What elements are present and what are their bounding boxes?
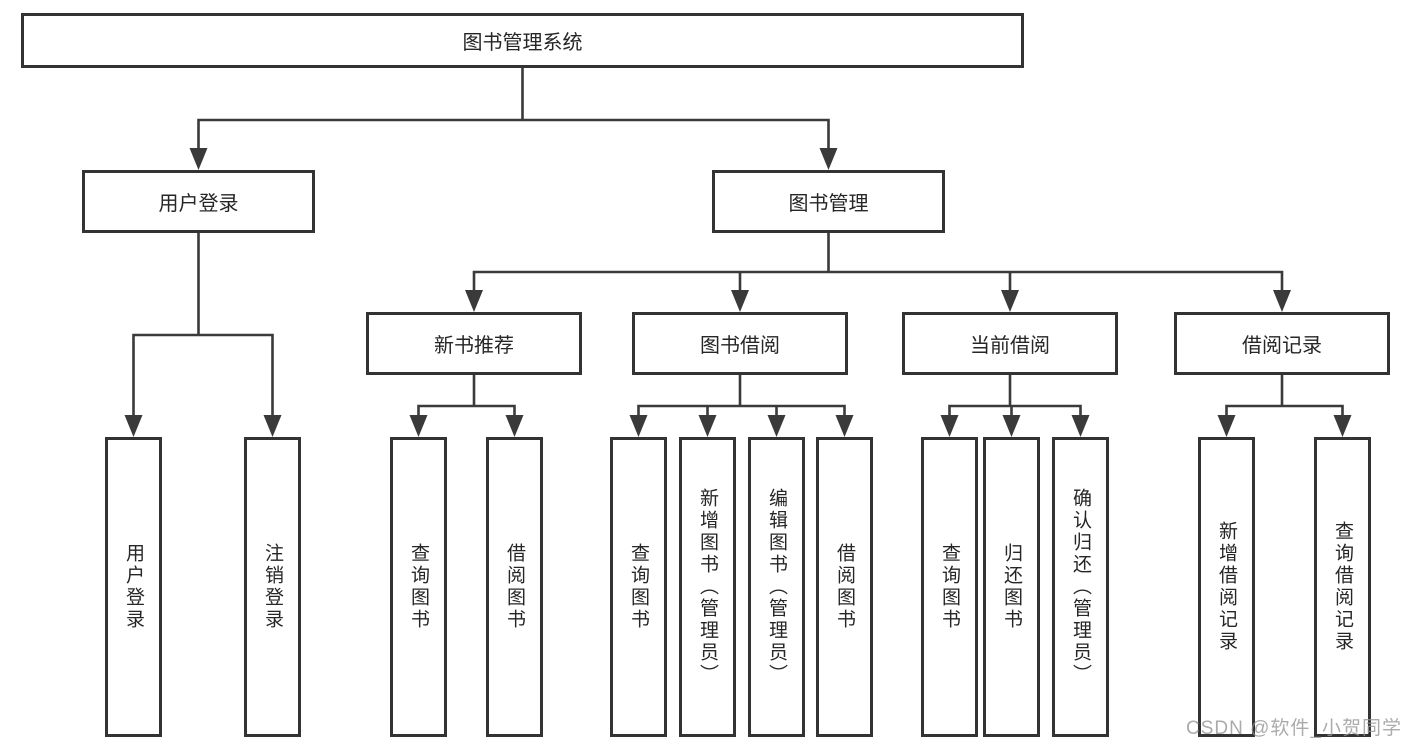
leaf-label: 查询图书 [939, 543, 960, 631]
leaf-label: 编辑图书（管理员） [766, 488, 787, 686]
node-label: 新书推荐 [434, 335, 514, 357]
node-current-borrow: 当前借阅 [902, 312, 1118, 375]
leaf-label: 新增图书（管理员） [697, 488, 718, 686]
leaf-edit-book-admin: 编辑图书（管理员） [748, 437, 805, 737]
leaf-label: 用户登录 [123, 543, 144, 631]
leaf-borrow-books-recommend: 借阅图书 [486, 437, 543, 737]
leaf-add-borrow-record: 新增借阅记录 [1198, 437, 1255, 737]
node-book-borrow: 图书借阅 [632, 312, 848, 375]
leaf-label: 借阅图书 [834, 543, 855, 631]
leaf-query-borrow-record: 查询借阅记录 [1314, 437, 1371, 737]
node-label: 图书管理系统 [462, 32, 583, 54]
node-library-system-root: 图书管理系统 [21, 13, 1024, 68]
leaf-label: 注销登录 [262, 543, 283, 631]
arrowheads [124, 148, 1352, 437]
node-book-management-branch: 图书管理 [712, 170, 945, 233]
node-label: 用户登录 [158, 193, 239, 215]
leaf-add-book-admin: 新增图书（管理员） [679, 437, 736, 737]
leaf-return-books: 归还图书 [983, 437, 1040, 737]
leaf-query-books-recommend: 查询图书 [390, 437, 447, 737]
node-label: 图书管理 [788, 193, 869, 215]
node-label: 借阅记录 [1242, 335, 1322, 357]
node-label: 当前借阅 [970, 335, 1050, 357]
leaf-logout: 注销登录 [244, 437, 301, 737]
leaf-label: 查询图书 [408, 543, 429, 631]
node-new-book-recommend: 新书推荐 [366, 312, 582, 375]
leaf-label: 新增借阅记录 [1216, 521, 1237, 653]
node-label: 图书借阅 [700, 335, 780, 357]
leaf-label: 查询图书 [628, 543, 649, 631]
node-user-login-branch: 用户登录 [82, 170, 315, 233]
leaf-query-books-borrow: 查询图书 [610, 437, 667, 737]
leaf-label: 查询借阅记录 [1332, 521, 1353, 653]
leaf-label: 确认归还（管理员） [1070, 488, 1091, 686]
leaf-user-login: 用户登录 [105, 437, 162, 737]
leaf-query-books-current: 查询图书 [921, 437, 978, 737]
leaf-confirm-return-admin: 确认归还（管理员） [1052, 437, 1109, 737]
leaf-label: 借阅图书 [504, 543, 525, 631]
node-borrow-records: 借阅记录 [1174, 312, 1390, 375]
csdn-watermark: CSDN @软件_小贺同学 [1186, 718, 1402, 739]
leaf-label: 归还图书 [1001, 543, 1022, 631]
leaf-borrow-books: 借阅图书 [816, 437, 873, 737]
